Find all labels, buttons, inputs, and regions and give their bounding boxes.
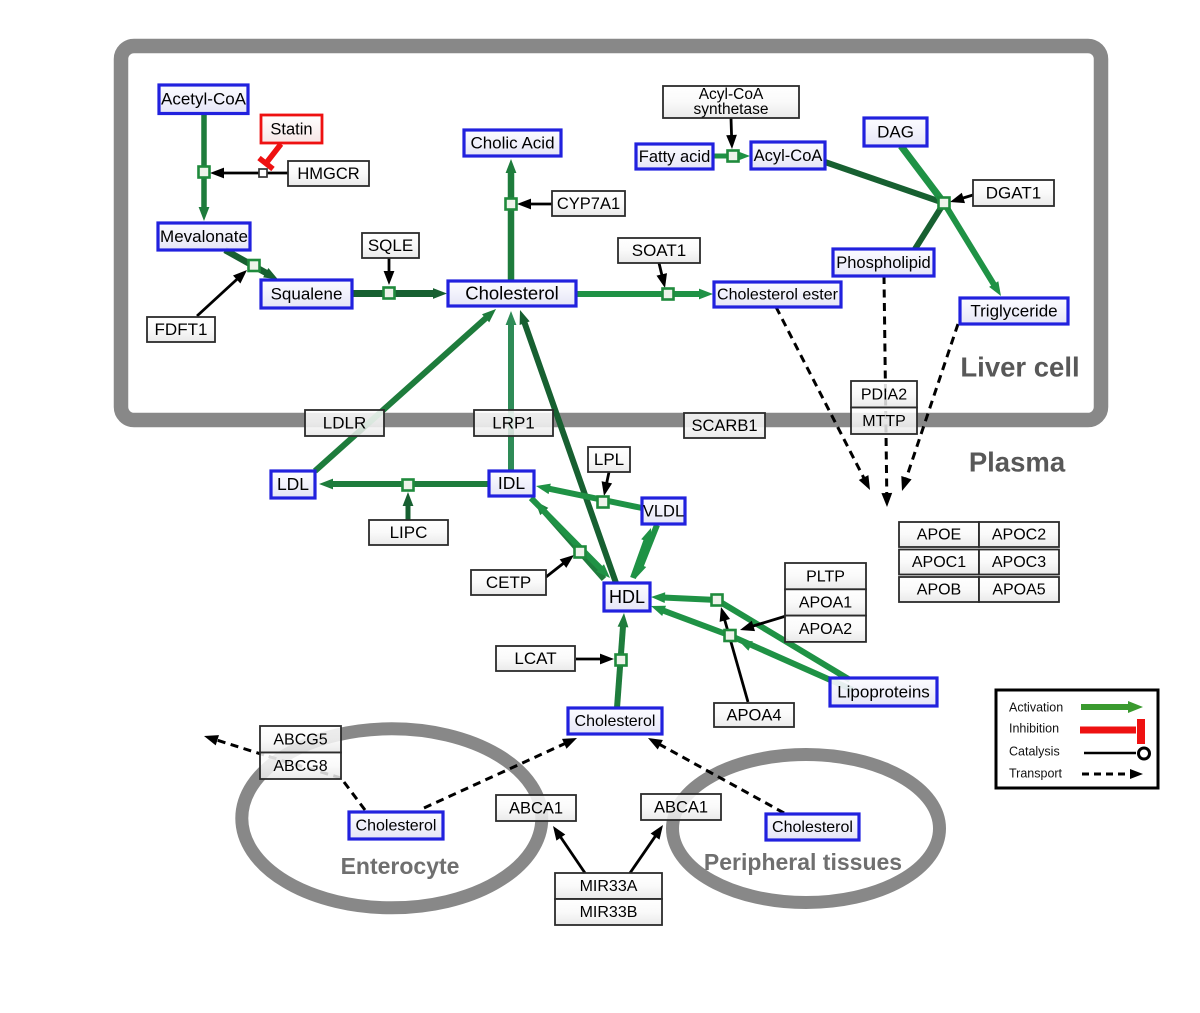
svg-text:APOE: APOE <box>917 527 961 544</box>
svg-text:SQLE: SQLE <box>368 236 413 255</box>
svg-text:DGAT1: DGAT1 <box>986 183 1041 202</box>
svg-text:Activation: Activation <box>1009 700 1063 714</box>
svg-text:Liver cell: Liver cell <box>960 351 1079 382</box>
svg-text:APOA1: APOA1 <box>799 595 852 612</box>
svg-text:Cholic Acid: Cholic Acid <box>470 133 554 152</box>
svg-text:Cholesterol: Cholesterol <box>772 819 853 836</box>
svg-text:Lipoproteins: Lipoproteins <box>837 682 930 701</box>
svg-text:LDLR: LDLR <box>323 413 366 432</box>
svg-text:ABCA1: ABCA1 <box>654 798 708 816</box>
svg-text:Plasma: Plasma <box>969 446 1066 477</box>
svg-text:HMGCR: HMGCR <box>297 165 359 183</box>
svg-text:LRP1: LRP1 <box>492 413 535 432</box>
svg-text:LDL: LDL <box>277 474 309 494</box>
svg-text:DAG: DAG <box>877 122 914 141</box>
svg-text:LPL: LPL <box>594 450 624 469</box>
svg-text:Acyl-CoA: Acyl-CoA <box>754 147 823 165</box>
svg-text:Cholesterol: Cholesterol <box>356 818 437 835</box>
svg-text:Catalysis: Catalysis <box>1009 744 1060 758</box>
svg-text:Statin: Statin <box>270 120 312 138</box>
svg-text:PDIA2: PDIA2 <box>861 386 907 403</box>
svg-text:APOA5: APOA5 <box>992 582 1045 599</box>
svg-text:ABCG5: ABCG5 <box>273 731 327 748</box>
svg-text:Acyl-CoA: Acyl-CoA <box>699 86 764 103</box>
svg-text:VLDL: VLDL <box>643 502 684 520</box>
svg-text:Triglyceride: Triglyceride <box>970 301 1057 320</box>
svg-text:MIR33A: MIR33A <box>580 878 638 895</box>
svg-text:APOC1: APOC1 <box>912 554 966 571</box>
svg-text:LIPC: LIPC <box>390 523 428 542</box>
svg-text:SOAT1: SOAT1 <box>632 241 686 260</box>
svg-text:CYP7A1: CYP7A1 <box>557 195 620 213</box>
svg-text:LCAT: LCAT <box>514 649 556 668</box>
svg-text:HDL: HDL <box>609 587 645 607</box>
svg-text:APOC3: APOC3 <box>992 554 1046 571</box>
svg-text:Cholesterol: Cholesterol <box>575 713 656 730</box>
svg-text:Peripheral tissues: Peripheral tissues <box>704 849 902 875</box>
svg-text:Cholesterol: Cholesterol <box>465 282 559 303</box>
svg-text:APOC2: APOC2 <box>992 527 1046 544</box>
svg-text:Squalene: Squalene <box>271 284 343 303</box>
svg-text:Inhibition: Inhibition <box>1009 721 1059 735</box>
svg-text:FDFT1: FDFT1 <box>155 320 208 339</box>
svg-text:Cholesterol ester: Cholesterol ester <box>717 287 839 304</box>
svg-text:Fatty acid: Fatty acid <box>639 148 711 166</box>
svg-text:IDL: IDL <box>498 473 526 493</box>
svg-text:ABCG8: ABCG8 <box>273 758 327 775</box>
svg-text:Enterocyte: Enterocyte <box>341 853 460 879</box>
svg-text:SCARB1: SCARB1 <box>691 417 757 435</box>
svg-text:Acetyl-CoA: Acetyl-CoA <box>161 90 247 109</box>
svg-text:PLTP: PLTP <box>806 568 845 585</box>
svg-text:ABCA1: ABCA1 <box>509 799 563 817</box>
svg-text:CETP: CETP <box>486 573 531 592</box>
svg-text:Mevalonate: Mevalonate <box>160 227 248 246</box>
svg-text:Phospholipid: Phospholipid <box>836 254 931 272</box>
svg-text:MIR33B: MIR33B <box>580 904 638 921</box>
svg-text:Transport: Transport <box>1009 766 1063 780</box>
svg-text:APOA4: APOA4 <box>726 706 781 724</box>
svg-text:APOA2: APOA2 <box>799 621 852 638</box>
svg-text:synthetase: synthetase <box>694 101 769 118</box>
svg-text:MTTP: MTTP <box>862 413 906 430</box>
svg-text:APOB: APOB <box>917 582 961 599</box>
